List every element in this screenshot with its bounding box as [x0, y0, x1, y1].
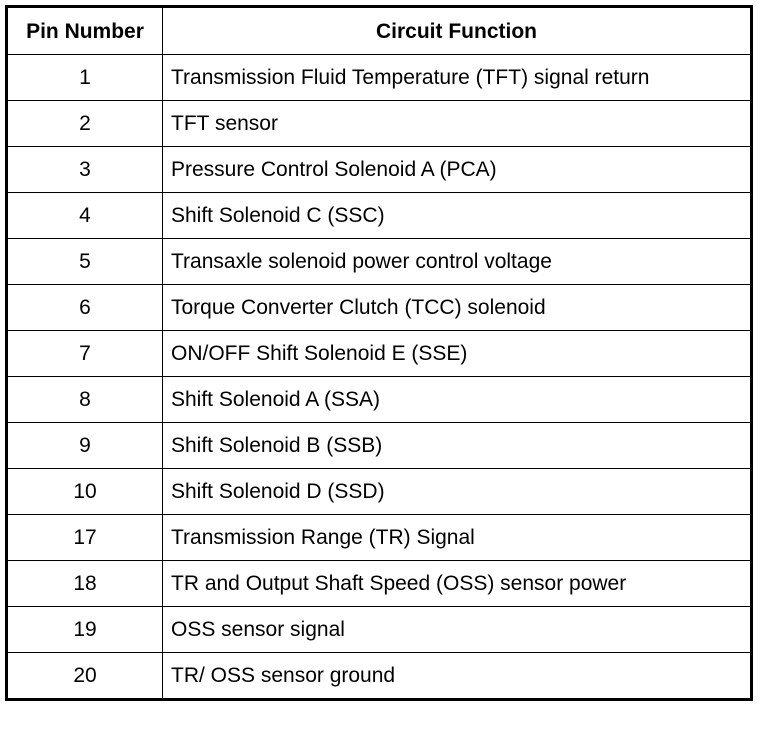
pin-number-cell: 19 — [6, 606, 163, 653]
circuit-function-cell: Pressure Control Solenoid A (PCA) — [162, 146, 752, 193]
pin-number-cell: 8 — [6, 376, 163, 423]
circuit-function-cell: Transaxle solenoid power control voltage — [162, 238, 752, 285]
pin-number-cell: 1 — [6, 54, 163, 101]
circuit-function-cell: Shift Solenoid A (SSA) — [162, 376, 752, 423]
circuit-function-cell: Transmission Fluid Temperature (TFT) sig… — [162, 54, 752, 101]
pin-number-cell: 9 — [6, 422, 163, 469]
pin-number-cell: 3 — [6, 146, 163, 193]
pin-number-cell: 6 — [6, 284, 163, 331]
column-header-circuit-function: Circuit Function — [162, 6, 752, 55]
pin-number-cell: 5 — [6, 238, 163, 285]
circuit-function-cell: Shift Solenoid B (SSB) — [162, 422, 752, 469]
circuit-function-cell: TR/ OSS sensor ground — [162, 652, 752, 700]
pin-number-cell: 7 — [6, 330, 163, 377]
pin-number-cell: 20 — [6, 652, 163, 700]
pin-number-cell: 10 — [6, 468, 163, 515]
circuit-function-cell: ON/OFF Shift Solenoid E (SSE) — [162, 330, 752, 377]
pin-number-cell: 18 — [6, 560, 163, 607]
pin-number-cell: 4 — [6, 192, 163, 239]
column-header-pin-number: Pin Number — [6, 6, 163, 55]
table-header-row: Pin Number Circuit Function — [6, 6, 752, 55]
circuit-function-cell: TFT sensor — [162, 100, 752, 147]
pin-number-cell: 2 — [6, 100, 163, 147]
circuit-function-cell: Shift Solenoid C (SSC) — [162, 192, 752, 239]
circuit-function-cell: Shift Solenoid D (SSD) — [162, 468, 752, 515]
circuit-function-cell: TR and Output Shaft Speed (OSS) sensor p… — [162, 560, 752, 607]
circuit-function-cell: Torque Converter Clutch (TCC) solenoid — [162, 284, 752, 331]
pin-number-cell: 17 — [6, 514, 163, 561]
circuit-function-cell: Transmission Range (TR) Signal — [162, 514, 752, 561]
circuit-function-cell: OSS sensor signal — [162, 606, 752, 653]
